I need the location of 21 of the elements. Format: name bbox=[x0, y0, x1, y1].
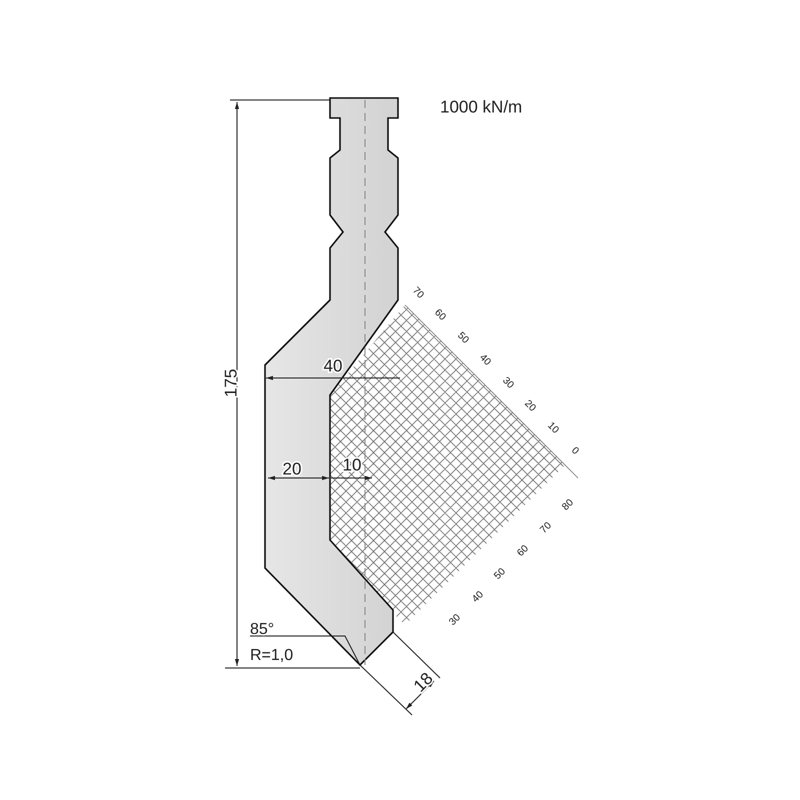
dimension-value: 175 bbox=[221, 368, 240, 398]
scale-number: 40 bbox=[470, 589, 486, 605]
dimension-value: 40 bbox=[324, 356, 342, 376]
scale-number: 30 bbox=[447, 612, 463, 628]
scale-number: 0 bbox=[569, 445, 581, 457]
scale-number: 50 bbox=[492, 566, 508, 582]
force-rating: 1000 kN/m bbox=[440, 97, 522, 116]
scale-number: 70 bbox=[410, 285, 426, 301]
angle-note: 85° bbox=[250, 621, 274, 638]
scale-number: 30 bbox=[500, 375, 516, 391]
dimension-value: 20 bbox=[282, 459, 302, 478]
scale-number: 60 bbox=[432, 307, 448, 323]
scale-number: 10 bbox=[545, 420, 561, 436]
radius-note: R=1,0 bbox=[250, 647, 294, 664]
dimension-value: 18 bbox=[410, 668, 437, 696]
scale-number: 60 bbox=[515, 543, 531, 559]
scale-number: 80 bbox=[560, 497, 576, 513]
scale-number: 20 bbox=[522, 398, 538, 414]
scale-number: 50 bbox=[455, 330, 471, 346]
scale-number: 40 bbox=[477, 352, 493, 368]
scale-number: 70 bbox=[538, 520, 554, 536]
